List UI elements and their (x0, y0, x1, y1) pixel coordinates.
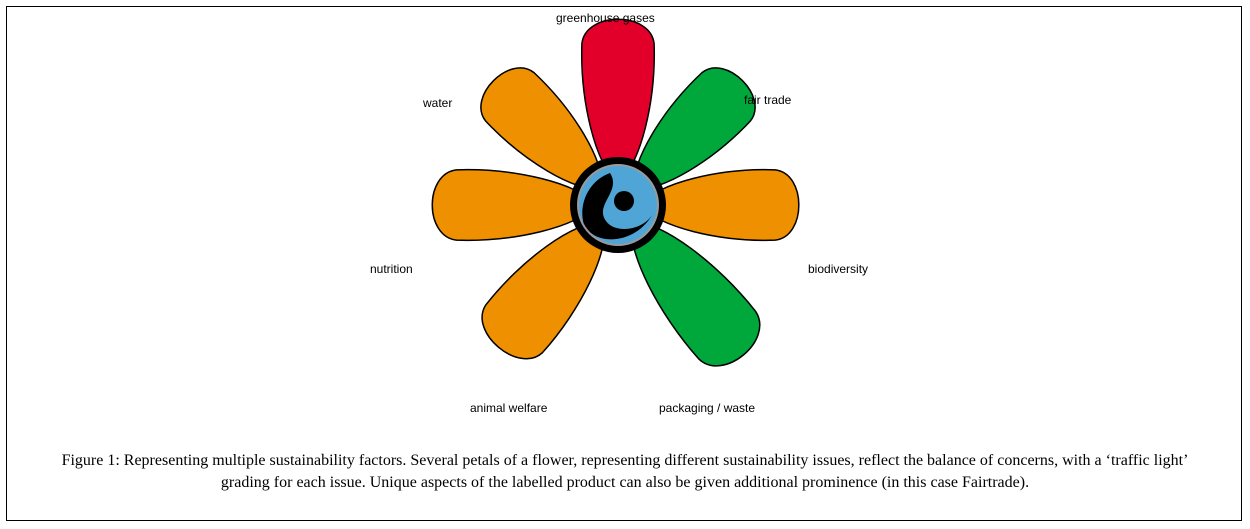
petal-label: fair trade (744, 94, 791, 106)
petal-label: greenhouse gases (556, 12, 655, 24)
petal-label: animal welfare (470, 402, 547, 414)
sustainability-flower (0, 0, 1250, 420)
petal-label: nutrition (370, 263, 413, 275)
petal-label: packaging / waste (659, 402, 755, 414)
petal-label: water (423, 97, 452, 109)
fairtrade-mark-icon (570, 157, 666, 253)
petal-label: biodiversity (808, 263, 868, 275)
figure-caption: Figure 1: Representing multiple sustaina… (40, 450, 1210, 494)
